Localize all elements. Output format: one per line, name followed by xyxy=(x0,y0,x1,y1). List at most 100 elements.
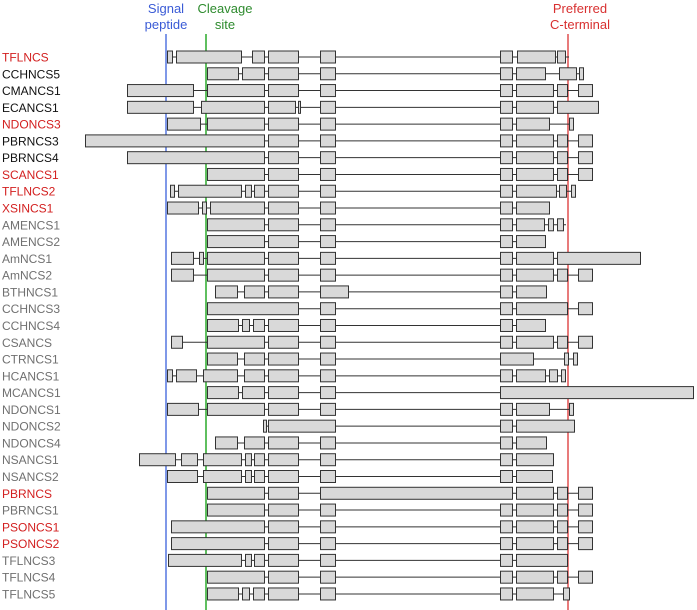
exon-box xyxy=(559,184,567,198)
exon-box xyxy=(500,402,513,416)
exon-box xyxy=(320,100,336,114)
exon-box xyxy=(500,201,513,215)
exon-box xyxy=(320,453,336,467)
exon-box xyxy=(171,251,194,265)
exon-box xyxy=(127,84,194,98)
cleavage-site-header: Cleavage site xyxy=(180,1,270,33)
exon-box xyxy=(516,302,568,316)
exon-box xyxy=(516,520,554,534)
exon-box xyxy=(268,117,299,131)
exon-box xyxy=(500,218,513,232)
exon-box xyxy=(516,470,553,483)
gene-label: CCHNCS4 xyxy=(2,319,60,333)
exon-box xyxy=(516,84,554,98)
exon-box xyxy=(268,453,299,467)
exon-box xyxy=(516,218,545,232)
exon-box xyxy=(168,553,242,567)
gene-label: BTHNCS1 xyxy=(2,285,58,299)
gene-label: NDONCS2 xyxy=(2,420,61,434)
exon-box xyxy=(171,335,183,349)
cleavage-header-line1: Cleavage xyxy=(197,1,253,16)
exon-box xyxy=(500,285,513,299)
exon-box xyxy=(557,570,568,584)
exon-box xyxy=(320,369,336,383)
exon-box xyxy=(207,402,265,416)
exon-box xyxy=(500,100,513,114)
gene-row-hcancs1: HCANCS1 xyxy=(2,369,566,383)
gene-label: CTRNCS1 xyxy=(2,353,59,367)
gene-row-pbrncs1: PBRNCS1 xyxy=(2,503,593,518)
exon-box xyxy=(500,50,513,64)
gene-label: XSINCS1 xyxy=(2,202,54,216)
gene-row-pbrncs3: PBRNCS3 xyxy=(2,134,593,148)
exon-box xyxy=(320,486,513,500)
exon-box xyxy=(320,537,336,551)
exon-box xyxy=(500,67,513,81)
exon-box xyxy=(320,335,336,349)
exon-box xyxy=(320,587,336,601)
exon-box xyxy=(500,553,513,567)
gene-row-xsincs1: XSINCS1 xyxy=(2,201,550,216)
exon-box xyxy=(516,235,546,249)
exon-box xyxy=(268,419,336,433)
gene-label: AmNCS2 xyxy=(2,269,52,283)
exon-box xyxy=(516,369,546,383)
exon-box xyxy=(167,470,198,483)
gene-label: CSANCS xyxy=(2,336,52,350)
exon-box xyxy=(516,453,554,467)
exon-box xyxy=(516,553,568,567)
exon-box xyxy=(320,251,336,265)
exon-box xyxy=(320,318,336,332)
exon-box xyxy=(500,570,513,584)
exon-box xyxy=(500,352,534,366)
exon-box xyxy=(500,251,513,265)
exon-box xyxy=(500,470,513,483)
exon-box xyxy=(557,218,564,232)
exon-box xyxy=(557,151,568,165)
exon-box xyxy=(557,50,566,64)
gene-label: NSANCS2 xyxy=(2,470,59,484)
exon-box xyxy=(500,436,513,450)
gene-row-tflncs5: TFLNCS5 xyxy=(2,587,570,601)
exon-box xyxy=(320,151,336,165)
exon-box xyxy=(320,167,336,181)
exon-box xyxy=(578,503,593,517)
exon-box xyxy=(557,167,568,181)
exon-box xyxy=(578,134,593,148)
gene-row-tflncs2: TFLNCS2 xyxy=(2,184,576,199)
gene-label: PSONCS2 xyxy=(2,537,60,551)
exon-box xyxy=(573,352,578,366)
exon-box xyxy=(268,100,296,114)
exon-box xyxy=(253,318,265,332)
exon-box xyxy=(127,151,265,165)
exon-box xyxy=(181,453,198,467)
gene-row-pbrncs4: PBRNCS4 xyxy=(2,151,593,165)
exon-box xyxy=(578,167,593,181)
exon-box xyxy=(253,587,265,601)
exon-box xyxy=(500,419,513,433)
gene-row-cmancs1: CMANCS1 xyxy=(2,84,593,98)
gene-row-scancs1: SCANCS1 xyxy=(2,167,593,182)
exon-box xyxy=(242,67,265,81)
exon-box xyxy=(557,486,568,500)
signal-peptide-header: Signal peptide xyxy=(118,1,214,33)
exon-box xyxy=(578,84,593,98)
gene-label: TFLNCS2 xyxy=(2,185,56,199)
exon-box xyxy=(516,419,575,433)
gene-row-pbrncs: PBRNCS xyxy=(2,486,593,501)
gene-label: SCANCS1 xyxy=(2,168,59,182)
exon-box xyxy=(268,520,299,534)
exon-box xyxy=(320,386,336,400)
exon-box xyxy=(171,537,265,551)
cleavage-header-line2: site xyxy=(214,17,236,32)
exon-box xyxy=(320,134,336,148)
gene-row-csancs: CSANCS xyxy=(2,335,593,350)
gene-row-ndoncs1: NDONCS1 xyxy=(2,402,574,417)
gene-row-mcancs1: MCANCS1 xyxy=(2,386,694,400)
exon-box xyxy=(268,352,299,366)
gene-label: PBRNCS4 xyxy=(2,151,59,165)
gene-label: NSANCS1 xyxy=(2,453,59,467)
gene-rows: TFLNCSCCHNCS5CMANCS1ECANCS1NDONCS3PBRNCS… xyxy=(2,50,694,601)
exon-box xyxy=(320,503,336,517)
